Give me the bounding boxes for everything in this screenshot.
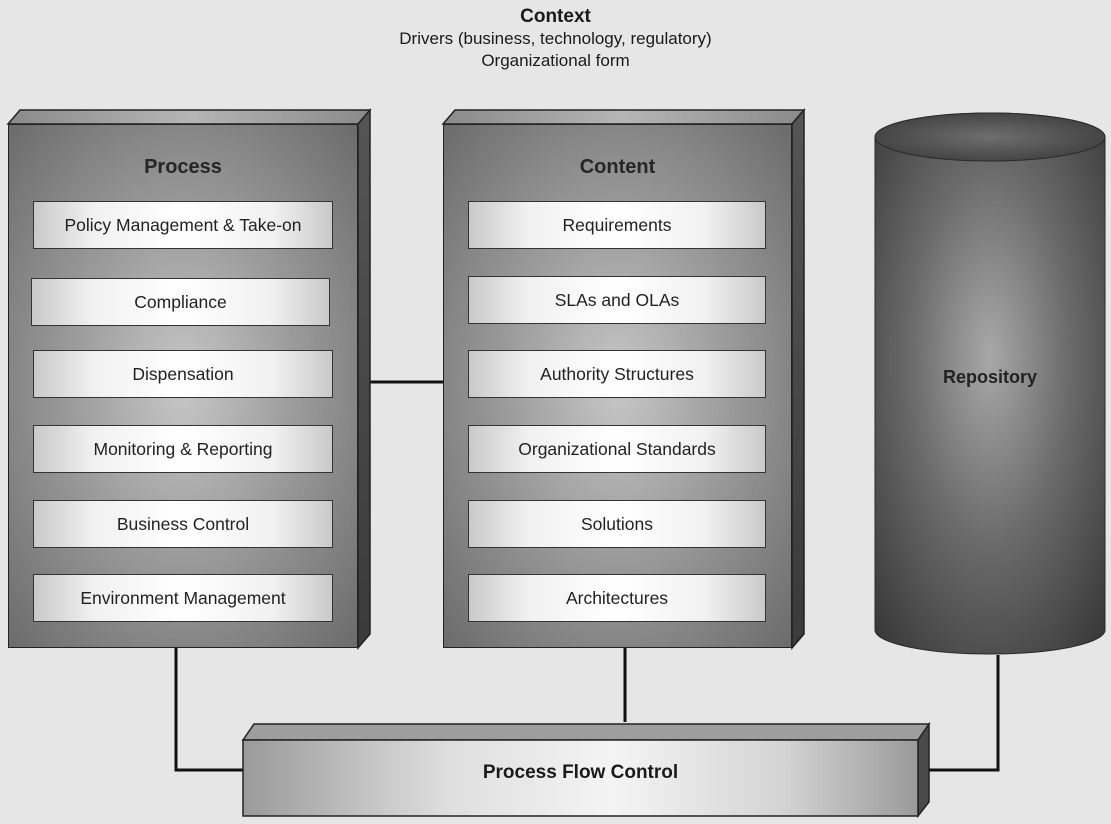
- content-item-architectures: Architectures: [468, 574, 766, 622]
- process-item-compliance: Compliance: [31, 278, 330, 326]
- content-panel-top: [441, 109, 806, 125]
- context-drivers: Drivers (business, technology, regulator…: [399, 29, 712, 48]
- content-item-slas-olas: SLAs and OLAs: [468, 276, 766, 324]
- repository-cylinder: [874, 112, 1106, 655]
- repository-cylinder-top: [874, 112, 1106, 162]
- connector-lines: [174, 380, 1000, 772]
- context-organizational-form: Organizational form: [481, 51, 630, 70]
- process-flow-connector: [174, 648, 244, 772]
- context-title: Context: [520, 6, 591, 27]
- content-item-requirements: Requirements: [468, 201, 766, 249]
- content-item-solutions: Solutions: [468, 500, 766, 548]
- content-title: Content: [579, 156, 656, 178]
- process-panel-side: [357, 107, 371, 651]
- process-flow-control-label: Process Flow Control: [482, 762, 679, 783]
- content-item-authority-structures: Authority Structures: [468, 350, 766, 398]
- process-panel-top: [6, 109, 372, 125]
- process-item-policy-management: Policy Management & Take-on: [33, 201, 333, 249]
- content-item-organizational-standards: Organizational Standards: [468, 425, 766, 473]
- content-panel-side: [791, 107, 805, 651]
- context-header: Context Drivers (business, technology, r…: [0, 6, 1111, 72]
- process-item-environment-management: Environment Management: [33, 574, 333, 622]
- process-item-business-control: Business Control: [33, 500, 333, 548]
- process-item-monitoring-reporting: Monitoring & Reporting: [33, 425, 333, 473]
- process-title: Process: [144, 156, 222, 178]
- repository-label: Repository: [942, 367, 1038, 387]
- process-item-dispensation: Dispensation: [33, 350, 333, 398]
- process-flow-control-block: [241, 721, 931, 819]
- repository-flow-connector: [927, 655, 1000, 772]
